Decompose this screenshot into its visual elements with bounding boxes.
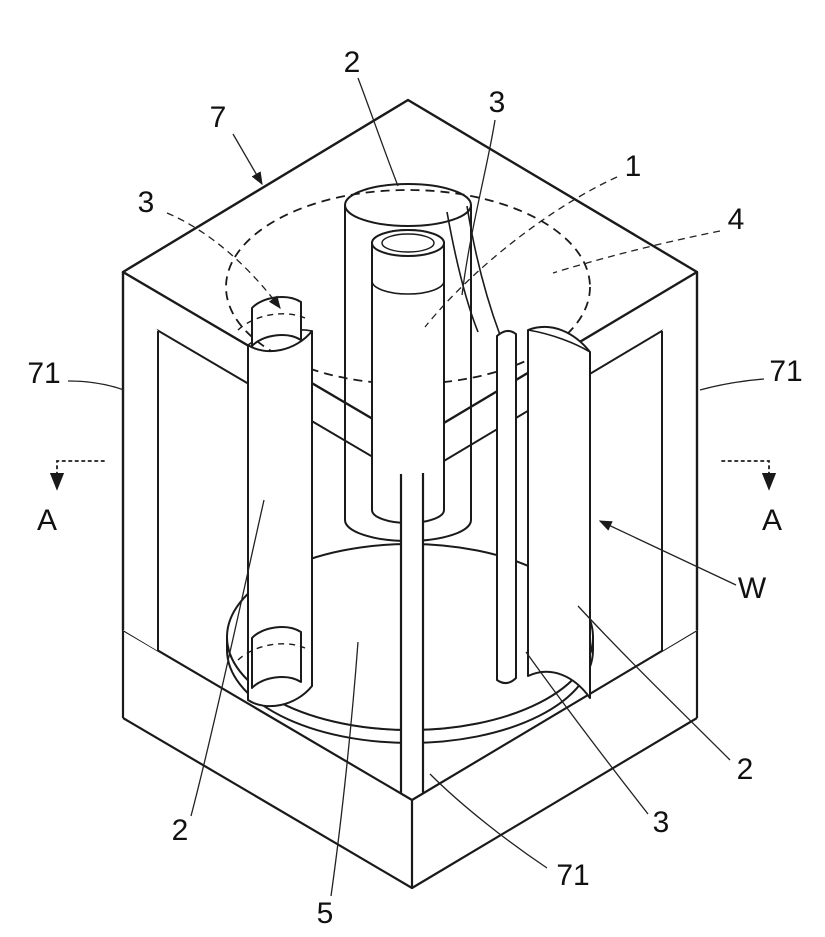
section-marker-left bbox=[49, 460, 105, 491]
left-blade bbox=[247, 330, 313, 708]
hidden-circle-outline bbox=[225, 189, 591, 385]
tube-top-rim bbox=[344, 183, 472, 227]
base-bottom-edges bbox=[122, 717, 698, 890]
leader-1 bbox=[424, 176, 618, 328]
upper-left-hidden-arc bbox=[237, 313, 306, 331]
lower-left-hidden-arc bbox=[237, 643, 306, 661]
reference-labels: 2 3 7 1 4 3 71 71 A A W 2 3 71 5 2 bbox=[27, 46, 802, 930]
base-slab bbox=[121, 629, 699, 890]
ref-label-1: 1 bbox=[625, 150, 642, 183]
ref-label-7: 7 bbox=[210, 101, 227, 134]
rear-blade-edge bbox=[466, 205, 501, 336]
ref-label-71-right: 71 bbox=[769, 355, 802, 388]
leader-3-left bbox=[166, 212, 281, 310]
leader-3-bottom-right bbox=[525, 651, 649, 815]
leader-71-right bbox=[699, 378, 765, 391]
ref-label-2-top: 2 bbox=[344, 46, 361, 79]
leader-lines bbox=[67, 77, 765, 897]
lower-left-blade bbox=[251, 626, 302, 689]
leader-5 bbox=[330, 641, 359, 897]
shaft-cap-inner-rim bbox=[381, 233, 435, 253]
section-markers bbox=[49, 460, 777, 491]
upper-left-blade bbox=[251, 296, 302, 347]
leader-2-bottom-right bbox=[577, 605, 731, 761]
rear-blade-edge bbox=[446, 211, 479, 333]
corner-columns bbox=[121, 272, 699, 793]
ref-label-2-bottom-left: 2 bbox=[172, 814, 189, 847]
leader-2-bottom-left bbox=[190, 499, 265, 817]
rear-blade bbox=[446, 205, 501, 336]
tube-side-lines bbox=[344, 205, 472, 520]
ref-label-w: W bbox=[738, 572, 767, 605]
right-wide-plate-top-edge bbox=[527, 329, 591, 353]
ref-label-5: 5 bbox=[317, 897, 334, 930]
front-column bbox=[401, 473, 423, 793]
center-shaft bbox=[371, 229, 445, 524]
left-column bbox=[123, 272, 158, 651]
ref-label-71-bottom: 71 bbox=[556, 859, 589, 892]
right-wide-plate bbox=[527, 325, 591, 699]
ref-label-71-left: 71 bbox=[27, 357, 60, 390]
leader-3-top bbox=[461, 119, 496, 296]
section-marker-right bbox=[721, 460, 777, 491]
ref-label-a-left: A bbox=[37, 504, 57, 537]
base-vertical-edges bbox=[121, 630, 699, 888]
ref-label-3-top: 3 bbox=[489, 86, 506, 119]
ref-label-2-bottom-right: 2 bbox=[737, 753, 754, 786]
leader-71-left bbox=[67, 380, 125, 391]
front-column-edges bbox=[399, 473, 425, 793]
right-thin-blade bbox=[496, 330, 517, 684]
blades bbox=[237, 296, 591, 708]
leader-w bbox=[598, 520, 737, 586]
ref-label-4: 4 bbox=[728, 203, 745, 236]
ref-label-a-right: A bbox=[762, 504, 782, 537]
leader-71-bottom bbox=[429, 773, 548, 869]
right-column bbox=[662, 272, 697, 651]
ref-label-3-left: 3 bbox=[138, 186, 155, 219]
leader-7 bbox=[232, 133, 263, 186]
shaft-collar-arc bbox=[371, 280, 445, 295]
ref-label-3-bottom-right: 3 bbox=[653, 806, 670, 839]
leader-2-top bbox=[357, 77, 399, 187]
